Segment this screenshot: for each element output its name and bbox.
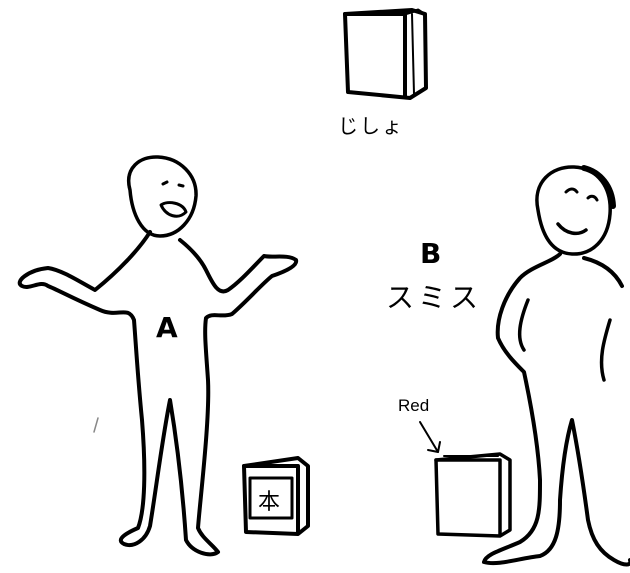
person-b-label: B bbox=[420, 237, 442, 270]
dictionary-book bbox=[343, 8, 428, 100]
person-a-label: A bbox=[156, 311, 178, 344]
person-b-figure bbox=[482, 165, 630, 567]
dictionary-label: じしょ bbox=[338, 114, 404, 138]
book-a bbox=[242, 456, 310, 536]
person-a-figure bbox=[17, 155, 299, 557]
red-arrow-icon bbox=[419, 421, 441, 453]
book-kanji-label: 本 bbox=[258, 490, 281, 515]
red-annotation: Red bbox=[398, 396, 430, 415]
red-book bbox=[434, 452, 512, 538]
person-b-name: スミス bbox=[386, 281, 483, 314]
